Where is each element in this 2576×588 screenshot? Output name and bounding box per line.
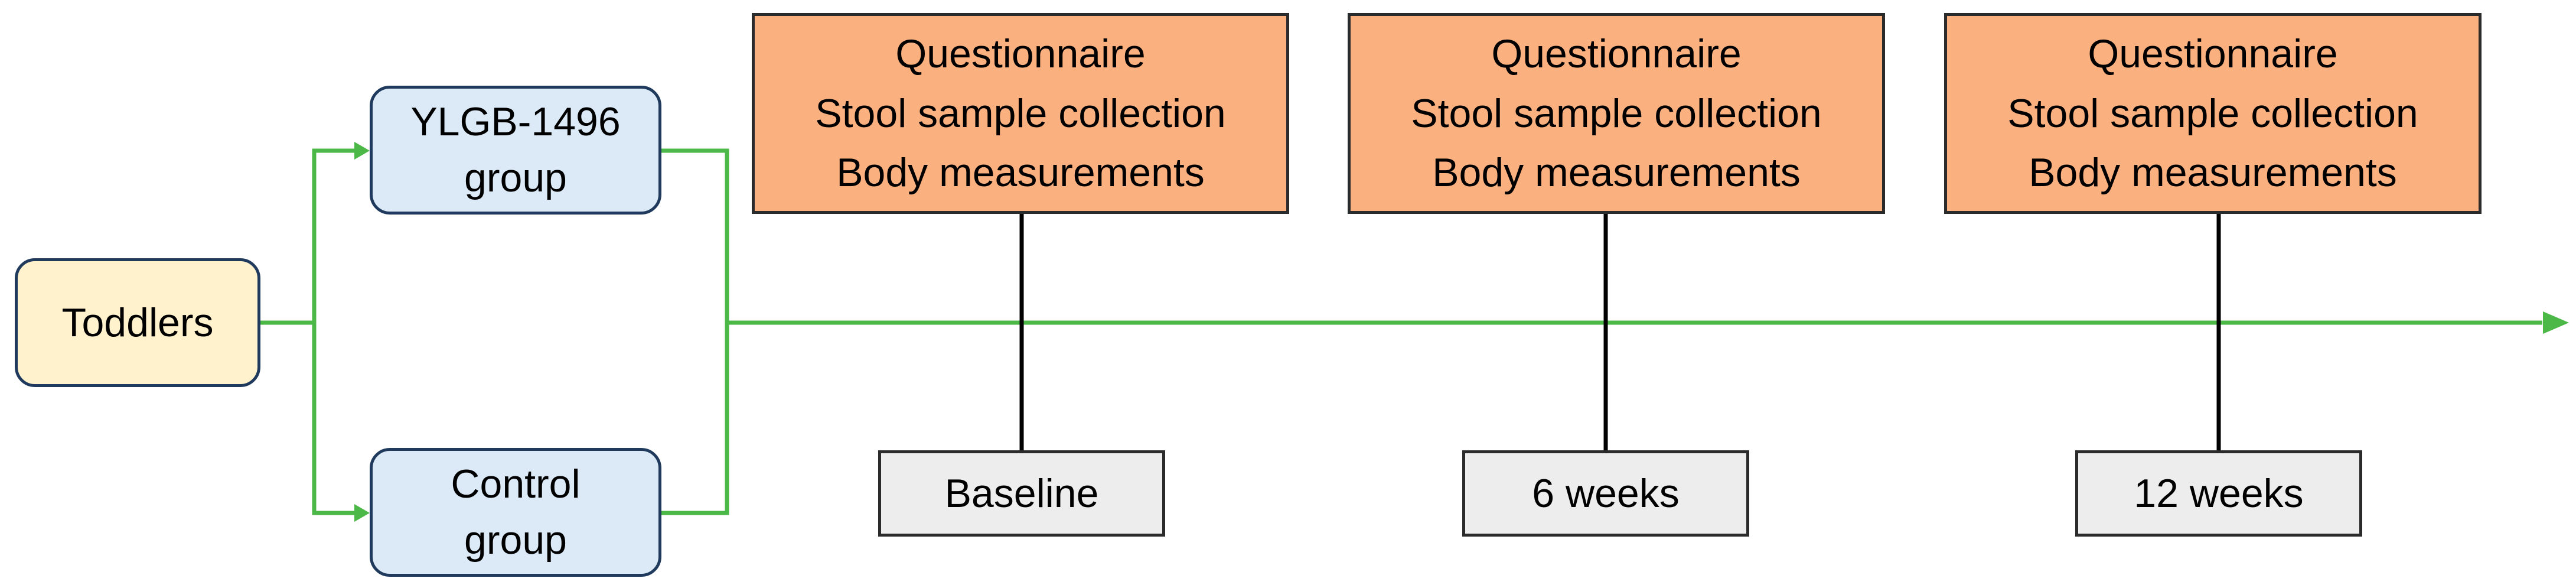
timepoint-6-weeks-box: 6 weeks [1462,450,1749,537]
ylgb-to-timeline-line [661,148,729,515]
timepoint-label: Baseline [944,470,1099,516]
activity-line: Questionnaire [1491,31,1742,77]
activities-box-baseline: Questionnaire Stool sample collection Bo… [752,13,1289,214]
group-label-line2: group [464,155,567,200]
activity-line: Body measurements [1432,150,1801,196]
control-group-box: Control group [370,448,661,577]
arrowhead-control [354,504,370,522]
toddlers-to-control-arrow-line [312,323,357,515]
timepoint-baseline-box: Baseline [878,450,1165,537]
activity-line: Questionnaire [895,31,1146,77]
activities-box-6-weeks: Questionnaire Stool sample collection Bo… [1348,13,1885,214]
activity-line: Stool sample collection [1411,90,1822,136]
activity-line: Stool sample collection [815,90,1226,136]
activities-box-12-weeks: Questionnaire Stool sample collection Bo… [1944,13,2482,214]
timepoint-label: 6 weeks [1532,470,1680,516]
timepoint-connectors [1019,214,2221,450]
group-label-line2: group [464,518,567,563]
flow-arrows [260,148,2542,515]
arrowhead-timeline [2543,311,2569,334]
activity-line: Body measurements [2029,150,2397,196]
group-label-line1: YLGB-1496 [410,99,621,144]
toddlers-to-ylgb-arrow-line [260,148,357,325]
arrowheads [354,142,2569,522]
group-label-line1: Control [451,461,581,506]
activity-line: Questionnaire [2088,31,2338,77]
ylgb-1496-group-box: YLGB-1496 group [370,86,661,215]
toddlers-box: Toddlers [15,258,260,387]
timepoint-12-weeks-box: 12 weeks [2075,450,2362,537]
activity-line: Stool sample collection [2007,90,2418,136]
toddlers-label: Toddlers [61,300,214,345]
timepoint-label: 12 weeks [2134,470,2304,516]
arrowhead-ylgb [354,142,370,160]
activity-line: Body measurements [836,150,1205,196]
